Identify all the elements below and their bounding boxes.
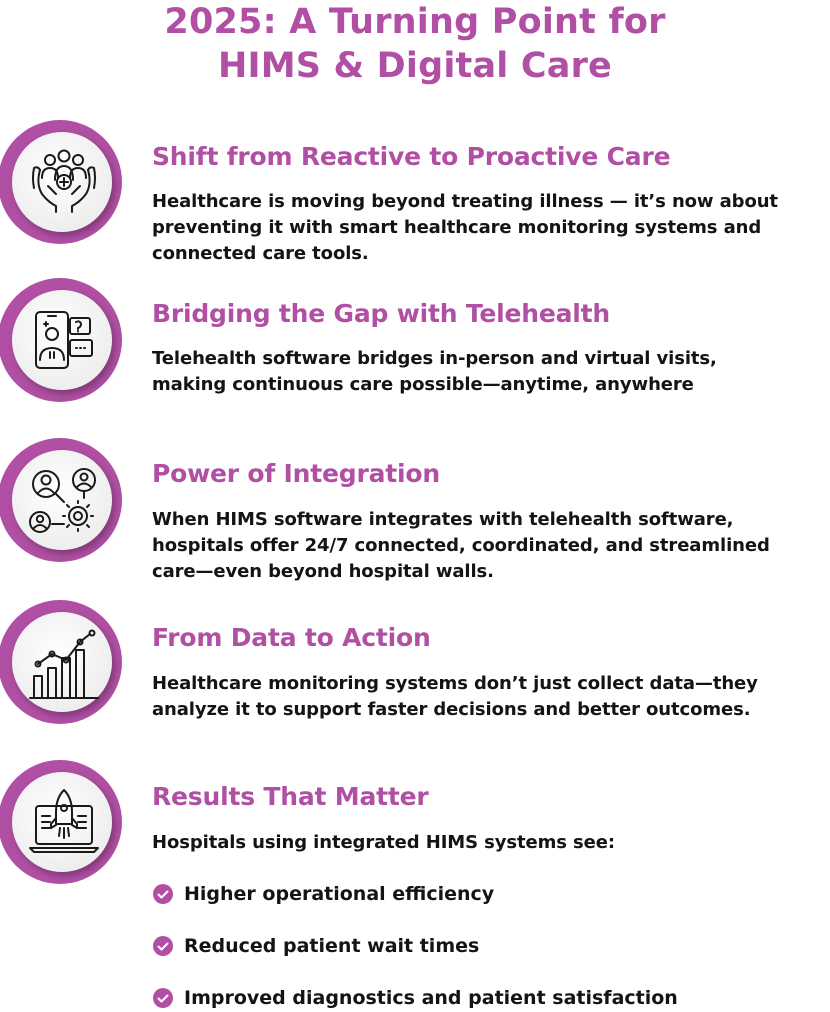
body-line: When HIMS software integrates with teleh… — [152, 509, 734, 530]
rocket-laptop-icon — [29, 789, 99, 853]
badge-telehealth — [0, 278, 124, 402]
badge-proactive-care — [0, 120, 124, 244]
section-heading: Shift from Reactive to Proactive Care — [152, 142, 671, 171]
body-line: preventing it with smart healthcare moni… — [152, 217, 762, 238]
body-line: Healthcare is moving beyond treating ill… — [152, 191, 778, 212]
body-line: Hospitals using integrated HIMS systems … — [152, 832, 615, 853]
bullet-text: Higher operational efficiency — [184, 883, 495, 905]
section-body: Telehealth software bridges in-person an… — [152, 346, 828, 398]
badge-data-action — [0, 600, 124, 724]
body-line: connected care tools. — [152, 243, 369, 264]
title-line-2: HIMS & Digital Care — [218, 46, 612, 86]
telehealth-phone-doctor-icon — [35, 311, 93, 369]
body-line: hospitals offer 24/7 connected, coordina… — [152, 535, 770, 556]
result-bullet: Reduced patient wait times — [152, 933, 479, 959]
page-title: 2025: A Turning Point for HIMS & Digital… — [0, 0, 830, 88]
section-body: Hospitals using integrated HIMS systems … — [152, 830, 828, 856]
section-heading: Bridging the Gap with Telehealth — [152, 299, 610, 328]
result-bullet: Higher operational efficiency — [152, 881, 494, 907]
badge-integration — [0, 438, 124, 562]
result-bullet: Improved diagnostics and patient satisfa… — [152, 985, 678, 1011]
section-heading: Power of Integration — [152, 459, 440, 488]
bullet-text: Reduced patient wait times — [184, 935, 480, 957]
section-heading: Results That Matter — [152, 782, 429, 811]
section-body: Healthcare monitoring systems don’t just… — [152, 671, 828, 723]
check-circle-icon — [153, 936, 173, 956]
section-body: Healthcare is moving beyond treating ill… — [152, 189, 828, 267]
check-circle-icon — [153, 884, 173, 904]
body-line: making continuous care possible—anytime,… — [152, 374, 694, 395]
body-line: Healthcare monitoring systems don’t just… — [152, 673, 758, 694]
integration-network-gear-icon — [29, 468, 96, 533]
badge-results — [0, 760, 124, 884]
title-line-1: 2025: A Turning Point for — [164, 2, 666, 42]
section-heading: From Data to Action — [152, 623, 431, 652]
body-line: care—even beyond hospital walls. — [152, 561, 494, 582]
check-circle-icon — [153, 988, 173, 1008]
body-line: analyze it to support faster decisions a… — [152, 699, 751, 720]
growth-chart-icon — [29, 629, 99, 699]
body-line: Telehealth software bridges in-person an… — [152, 348, 717, 369]
caring-hands-people-icon — [32, 149, 96, 213]
bullet-text: Improved diagnostics and patient satisfa… — [184, 987, 678, 1009]
section-body: When HIMS software integrates with teleh… — [152, 507, 828, 585]
